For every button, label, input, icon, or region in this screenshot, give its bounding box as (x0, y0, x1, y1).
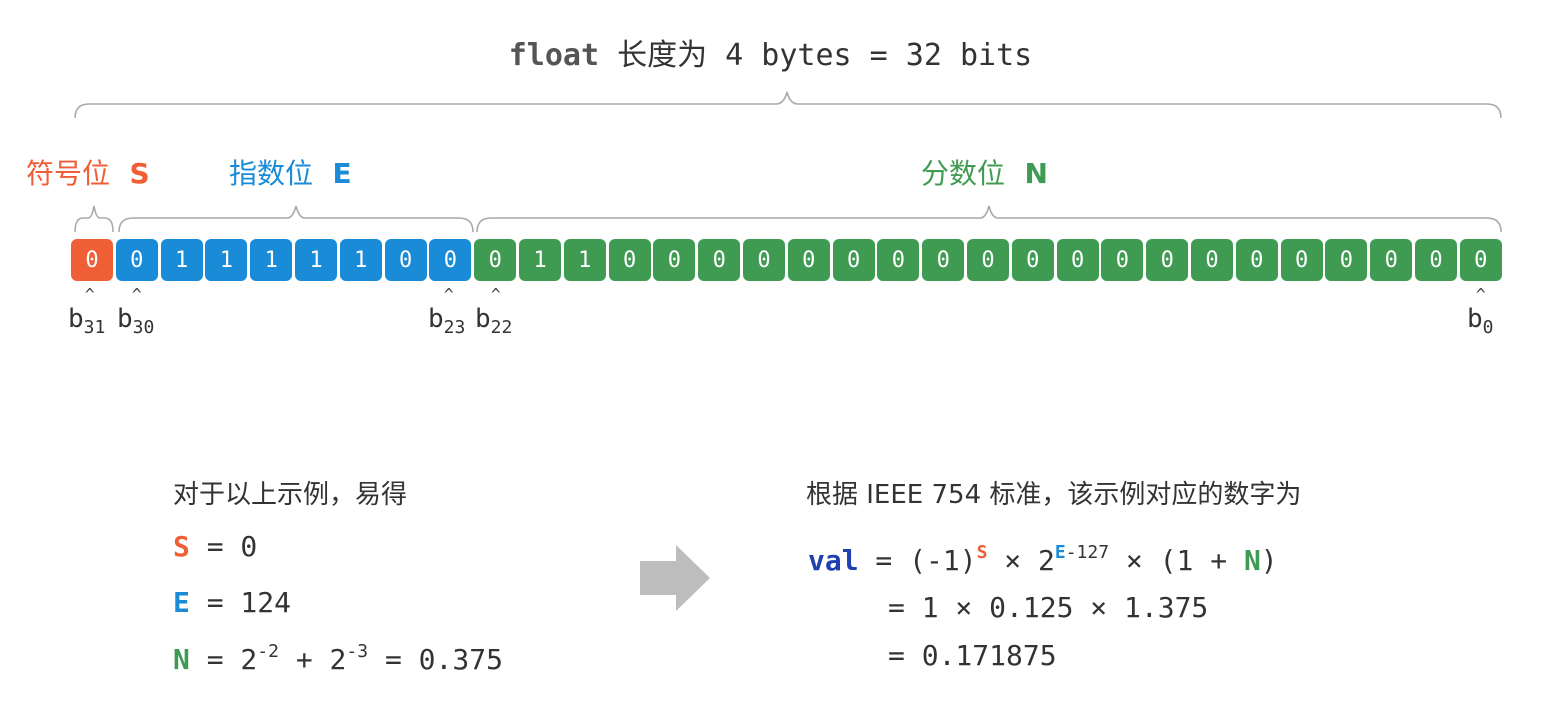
fraction-label-text: 分数位 (921, 157, 1006, 190)
n-exp2: -3 (346, 641, 369, 662)
pos-b: b (1467, 304, 1483, 334)
bit-cell-0: 0 (1459, 239, 1502, 281)
bit-cell-16: 0 (743, 239, 785, 281)
position-b23: b23 (428, 304, 465, 338)
s-value-line: S = 0 (173, 530, 257, 563)
bit-cell-31: 0 (71, 239, 113, 281)
exponent-label-text: 指数位 (229, 157, 314, 190)
f1-part-b: × 2 (987, 544, 1055, 577)
bit-cell-8: 0 (1101, 239, 1144, 281)
n-part2: + 2 (278, 643, 347, 676)
bit-cell-12: 0 (922, 239, 965, 281)
caret-b23: ^ (444, 285, 454, 304)
exponent-label: 指数位 E (229, 152, 352, 192)
f1-exp-bias: -127 (1065, 542, 1110, 563)
bit-cell-1: 0 (1415, 239, 1457, 281)
pos-b: b (475, 304, 491, 334)
f1-part-a: = (-1) (858, 544, 977, 577)
n-part1: = 2 (189, 643, 258, 676)
sign-brace (74, 205, 114, 233)
top-brace (74, 91, 1502, 119)
bit-cell-20: 1 (563, 239, 606, 281)
position-b22: b22 (475, 304, 512, 338)
formula-line-3: = 0.171875 (888, 639, 1057, 672)
position-b31: b31 (68, 304, 105, 338)
formula-line-2: = 1 × 0.125 × 1.375 (888, 591, 1209, 624)
bit-cell-14: 0 (832, 239, 875, 281)
fraction-brace (476, 205, 1502, 233)
bit-cell-9: 0 (1056, 239, 1099, 281)
pos-b: b (117, 304, 133, 334)
exponent-brace (118, 205, 474, 233)
e-symbol: E (173, 586, 190, 619)
caret-b30: ^ (132, 285, 142, 304)
bit-cell-15: 0 (787, 239, 830, 281)
sign-label-text: 符号位 (26, 157, 111, 190)
n-part3: = 0.375 (368, 643, 503, 676)
caret-b22: ^ (491, 285, 501, 304)
bit-cell-21: 1 (519, 239, 561, 281)
pos-b: b (68, 304, 84, 334)
title-keyword: float (508, 38, 600, 73)
bit-cell-18: 0 (653, 239, 696, 281)
f1-exp-symbol: E (1054, 542, 1066, 563)
right-heading: 根据 IEEE 754 标准，该示例对应的数字为 (806, 480, 1302, 510)
e-value-line: E = 124 (173, 586, 291, 619)
bit-cell-6: 0 (1191, 239, 1233, 281)
pos-sub: 22 (490, 317, 513, 339)
right-arrow-icon (640, 545, 710, 611)
bit-cell-29: 1 (160, 239, 203, 281)
s-equation: = 0 (189, 530, 258, 563)
f1-n-symbol: N (1243, 544, 1261, 577)
bit-cell-17: 0 (698, 239, 741, 281)
bit-cell-30: 0 (115, 239, 158, 281)
bit-cell-24: 0 (384, 239, 427, 281)
f1-part-d: ) (1260, 544, 1278, 577)
bit-cell-28: 1 (205, 239, 248, 281)
caret-b0: ^ (1476, 285, 1486, 304)
caret-b31: ^ (85, 285, 95, 304)
left-heading: 对于以上示例，易得 (173, 480, 408, 510)
bit-cell-27: 1 (250, 239, 293, 281)
formula-line-1: val = (-1)S × 2E-127 × (1 + N) (808, 542, 1278, 577)
bit-cell-11: 0 (967, 239, 1009, 281)
bit-cell-10: 0 (1011, 239, 1054, 281)
fraction-label: 分数位 N (921, 152, 1048, 192)
bit-cell-5: 0 (1235, 239, 1278, 281)
exponent-symbol: E (332, 157, 352, 190)
bit-cell-2: 0 (1370, 239, 1413, 281)
bit-cell-7: 0 (1146, 239, 1189, 281)
e-equation: = 124 (189, 586, 292, 619)
f1-sign-exp: S (976, 542, 988, 563)
position-b30: b30 (117, 304, 154, 338)
n-exp1: -2 (257, 641, 279, 662)
title-rest: 长度为 4 bytes = 32 bits (599, 38, 1033, 73)
sign-symbol: S (129, 157, 150, 190)
val-keyword: val (808, 544, 859, 577)
bit-cell-26: 1 (295, 239, 337, 281)
n-value-line: N = 2-2 + 2-3 = 0.375 (173, 641, 503, 676)
fraction-symbol: N (1024, 157, 1048, 190)
pos-sub: 30 (132, 317, 155, 339)
pos-sub: 31 (83, 317, 106, 339)
bit-cell-3: 0 (1325, 239, 1368, 281)
pos-sub: 0 (1482, 317, 1494, 339)
pos-sub: 23 (443, 317, 466, 339)
bit-cell-25: 1 (339, 239, 382, 281)
s-symbol: S (173, 530, 190, 563)
position-b0: b0 (1467, 304, 1494, 338)
bit-cell-22: 0 (474, 239, 517, 281)
bit-cell-4: 0 (1280, 239, 1323, 281)
f1-part-c: × (1 + (1109, 544, 1244, 577)
bit-cell-19: 0 (608, 239, 651, 281)
n-symbol: N (173, 643, 190, 676)
pos-b: b (428, 304, 444, 334)
brace-layer (74, 91, 1502, 233)
diagram-title: float 长度为 4 bytes = 32 bits (0, 30, 1541, 74)
sign-label: 符号位 S (26, 152, 150, 192)
bit-cell-13: 0 (877, 239, 920, 281)
bit-cell-23: 0 (429, 239, 472, 281)
